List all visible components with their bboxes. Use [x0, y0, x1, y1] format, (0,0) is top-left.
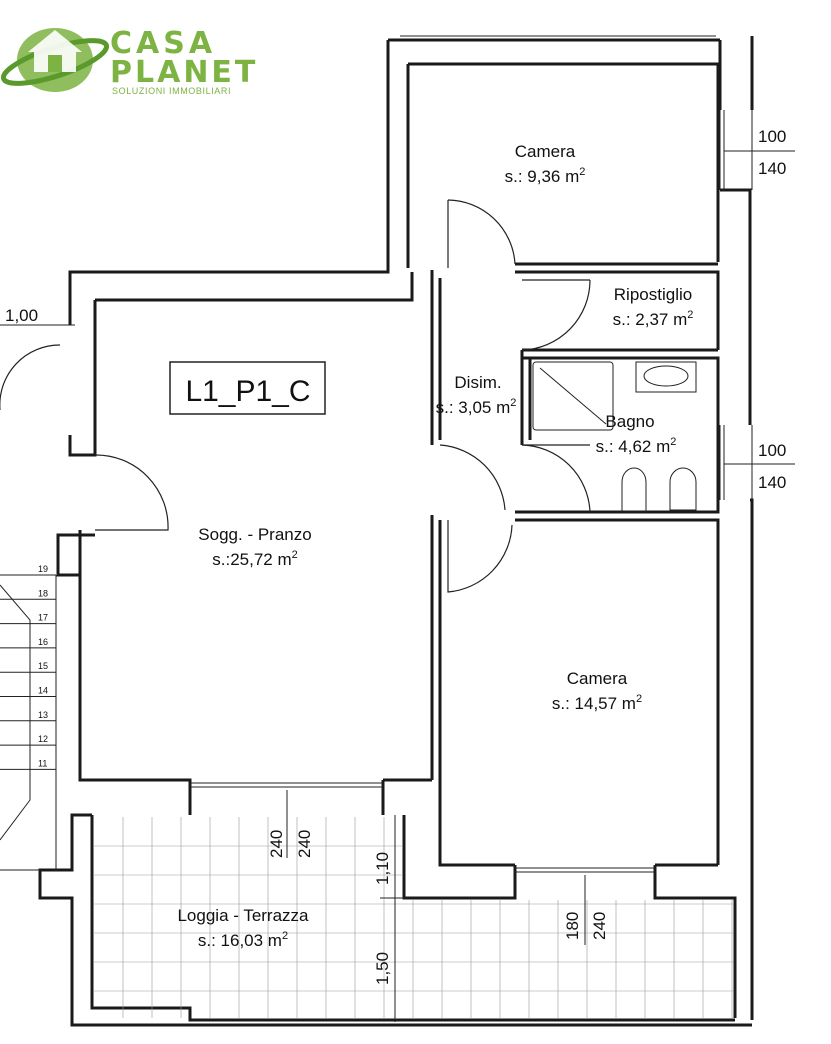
staircase: 19 18 17 16 15 14 13 12 11 — [0, 564, 57, 871]
dim-window-top-2: 140 — [758, 159, 786, 178]
washbasin — [635, 361, 697, 393]
toilet — [669, 467, 697, 511]
logo-line2: PLANET — [110, 55, 258, 90]
dim-window-top-1: 100 — [758, 127, 786, 146]
room-area-camera-bottom: s.: 14,57 m2 — [552, 693, 642, 713]
door-swings — [0, 199, 591, 593]
stair-step-number: 13 — [38, 710, 48, 720]
unit-code: L1_P1_C — [185, 375, 310, 408]
dim-loggia-door-2: 240 — [295, 830, 314, 858]
shower-tray — [532, 361, 614, 431]
stair-step-number: 17 — [38, 613, 48, 623]
dim-camera-door-2: 240 — [590, 912, 609, 940]
stair-step-number: 11 — [38, 758, 47, 768]
room-name-ripostiglio: Ripostiglio — [614, 285, 692, 304]
stair-step-number: 14 — [38, 686, 48, 696]
logo-tagline: SOLUZIONI IMMOBILIARI — [112, 86, 231, 96]
room-area-soggiorno: s.:25,72 m2 — [212, 549, 298, 569]
bidet — [621, 467, 647, 513]
stair-run-line — [0, 584, 31, 841]
dimension-labels: 1,00 100 140 100 140 240 240 1,10 1,50 1… — [0, 127, 795, 1022]
bathroom-fixtures — [532, 361, 697, 513]
room-area-loggia: s.: 16,03 m2 — [198, 930, 288, 950]
walls — [38, 36, 754, 1027]
stair-step-number: 19 — [38, 564, 48, 574]
room-area-bagno: s.: 4,62 m2 — [596, 436, 677, 456]
room-name-camera-bottom: Camera — [567, 669, 628, 688]
unit-code-box: L1_P1_C — [169, 361, 326, 415]
stair-step-number: 16 — [38, 637, 48, 647]
room-name-loggia: Loggia - Terrazza — [177, 906, 309, 925]
room-name-soggiorno: Sogg. - Pranzo — [198, 525, 311, 544]
windows — [190, 35, 753, 873]
stair-step-number: 18 — [38, 588, 48, 598]
dim-window-mid-2: 140 — [758, 473, 786, 492]
room-labels: Camera s.: 9,36 m2 Ripostiglio s.: 2,37 … — [177, 142, 693, 950]
stair-step-number: 12 — [38, 734, 48, 744]
loggia-floor-tiles — [94, 817, 733, 1018]
dim-loggia-depth-2: 1,50 — [373, 952, 392, 985]
logo-line1: CASA — [110, 26, 216, 61]
dim-loggia-depth-1: 1,10 — [373, 852, 392, 885]
room-area-camera-top: s.: 9,36 m2 — [505, 166, 586, 186]
dim-loggia-door-1: 240 — [267, 830, 286, 858]
stair-step-number: 15 — [38, 661, 48, 671]
house-planet-icon — [0, 28, 110, 92]
casa-planet-logo: CASA PLANET SOLUZIONI IMMOBILIARI — [0, 26, 258, 96]
room-area-ripostiglio: s.: 2,37 m2 — [613, 309, 694, 329]
room-name-camera-top: Camera — [515, 142, 576, 161]
room-area-disim: s.: 3,05 m2 — [436, 397, 517, 417]
room-name-bagno: Bagno — [605, 412, 654, 431]
dim-window-mid-1: 100 — [758, 441, 786, 460]
room-name-disim: Disim. — [454, 373, 501, 392]
dim-left-wall: 1,00 — [5, 306, 38, 325]
dim-camera-door-1: 180 — [563, 912, 582, 940]
